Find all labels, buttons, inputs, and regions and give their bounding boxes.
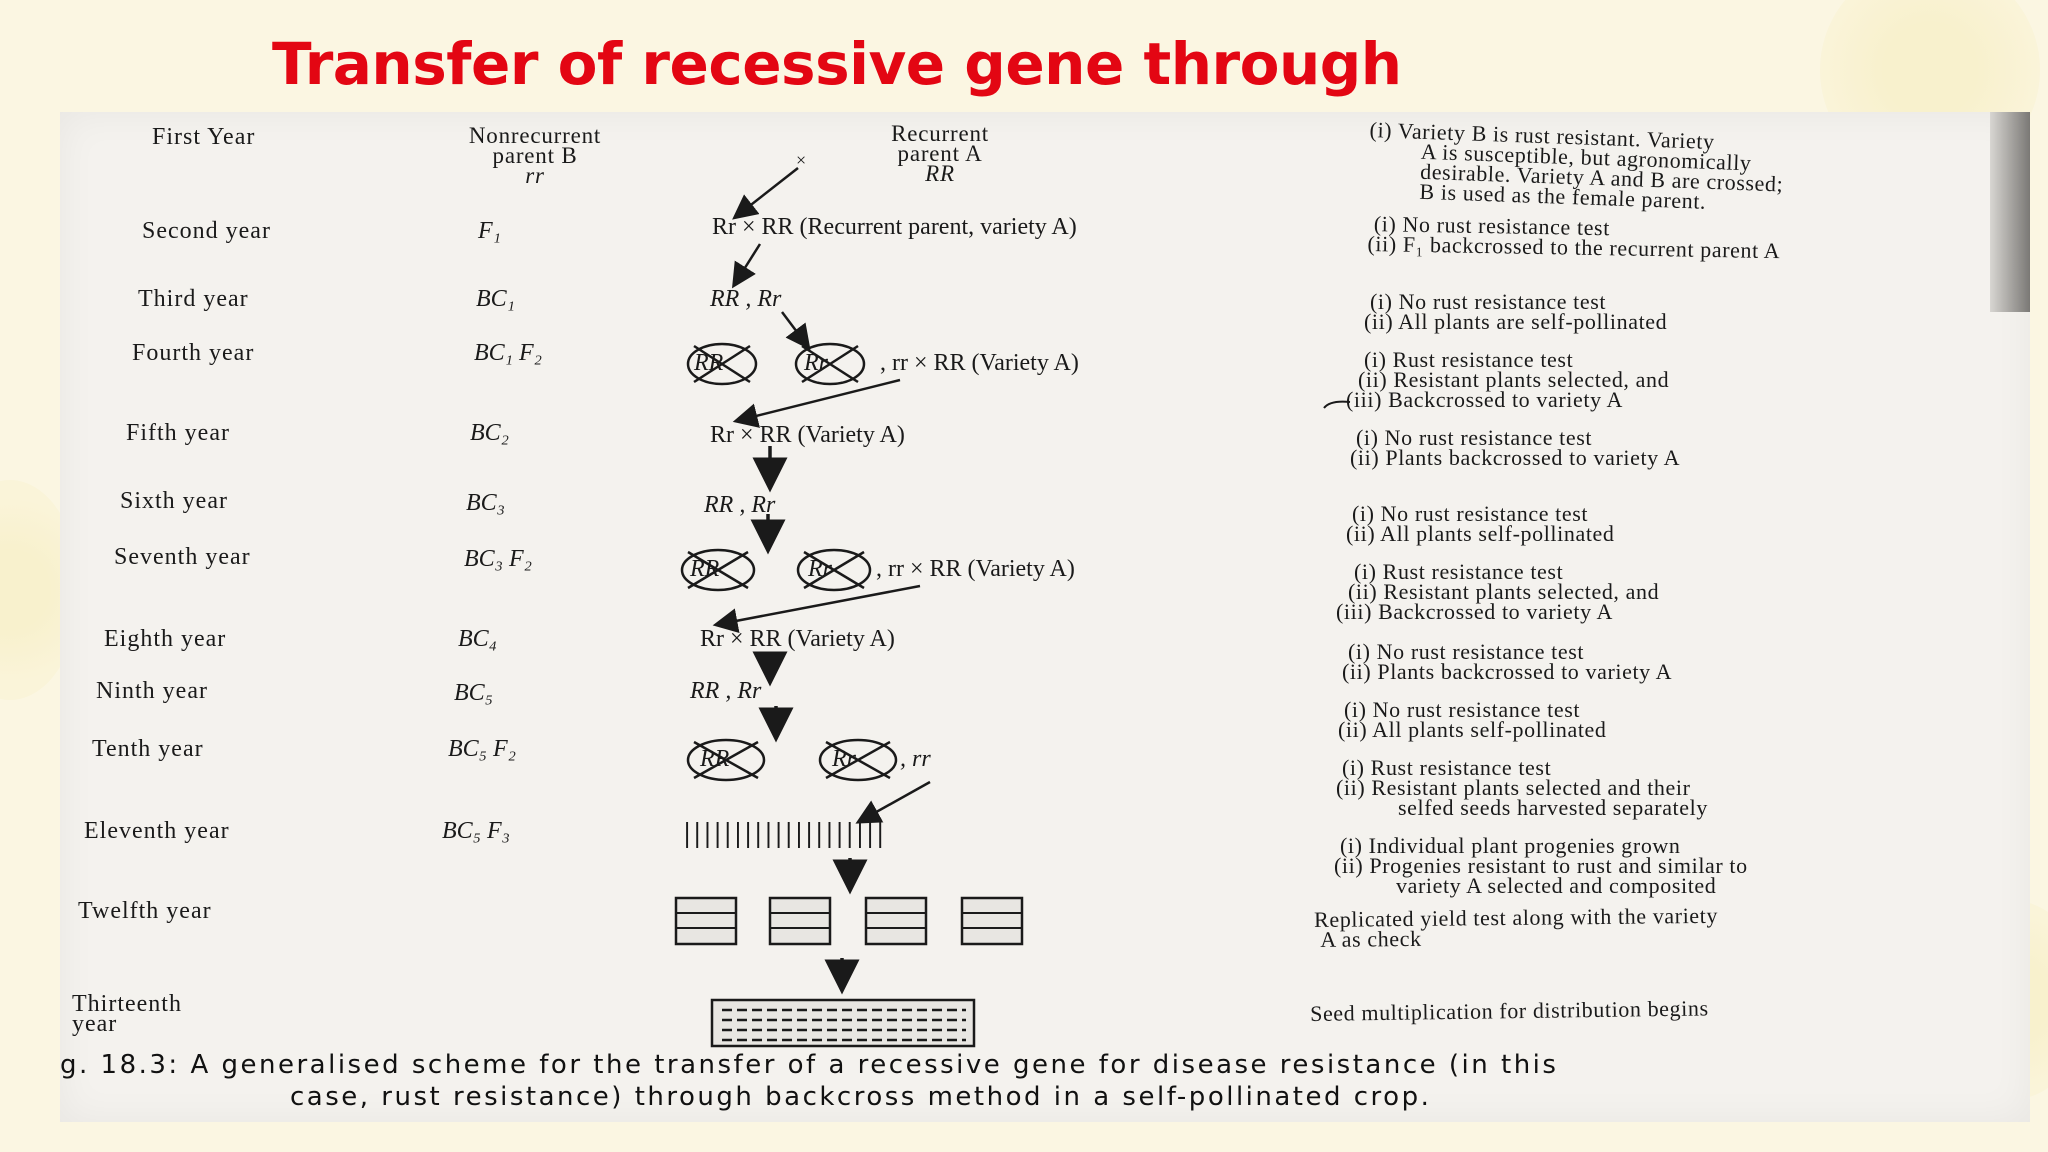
note-block: (i) Rust resistance test (ii) Resistant …	[1332, 559, 1660, 624]
year-label: Sixth year	[120, 488, 228, 514]
year-label: Thirteenth year	[72, 991, 182, 1037]
note-block: (i) Individual plant progenies grown (ii…	[1334, 833, 1748, 898]
plot	[768, 896, 832, 946]
note-line: (i) No rust resistance test	[1352, 501, 1589, 526]
note-line: (ii) All plants are self-pollinated	[1364, 309, 1668, 334]
cross-symbol: ×	[796, 150, 807, 170]
note-line: (iii) Backcrossed to variety A	[1346, 387, 1624, 412]
year-label: Third year	[138, 286, 249, 312]
crossed-out-circle	[794, 342, 866, 386]
note-line: (i) Rust resistance test	[1342, 755, 1552, 780]
caption-line1: g. 18.3: A generalised scheme for the tr…	[60, 1050, 1559, 1080]
page-edge	[1990, 112, 2030, 312]
note-block: (i) Rust resistance test (ii) Resistant …	[1336, 755, 1708, 820]
note-line: (ii) Plants backcrossed to variety A	[1350, 445, 1681, 470]
year-label: Eighth year	[104, 626, 227, 652]
generation-label: BC₃ F₂	[464, 546, 533, 572]
cross-entry: , rr × RR (Variety A)	[880, 350, 1079, 376]
header-year-label: First Year	[152, 124, 256, 150]
arrow	[712, 584, 921, 634]
note-block: (i) No rust resistance test (ii) Plants …	[1350, 425, 1681, 470]
note-line: (ii) Resistant plants selected, and	[1358, 367, 1670, 392]
note-line: (i) No rust resistance test	[1370, 289, 1607, 314]
nonrecurrent-genotype: rr	[525, 163, 545, 188]
arrow	[732, 378, 901, 428]
recurrent-line1: Recurrent	[891, 121, 989, 146]
recurrent-line2: parent A	[897, 141, 983, 166]
generation-label: F₁	[478, 218, 502, 244]
cross-entry: RR , Rr	[704, 492, 776, 518]
crossed-out-circle	[796, 548, 872, 592]
crossed-out-circle	[686, 342, 758, 386]
year-label: Second year	[142, 218, 271, 244]
year-label: Eleventh year	[84, 818, 230, 844]
header-recurrent-parent: Recurrent parent A RR	[840, 121, 1040, 186]
note-block: (i) No rust resistance test (ii) All pla…	[1346, 501, 1615, 546]
cross-entry: , rr	[900, 746, 931, 772]
year-label: Tenth year	[92, 736, 204, 762]
recurrent-genotype: RR	[925, 161, 955, 186]
note-line: (i) No rust resistance test	[1356, 425, 1593, 450]
generation-label: BC₁ F₂	[474, 340, 543, 366]
nonrecurrent-line1: Nonrecurrent	[468, 123, 602, 148]
year-label: Seventh year	[114, 544, 251, 570]
crossed-out-circle	[818, 738, 898, 782]
year-label: Fourth year	[132, 340, 255, 366]
generation-label: BC₃	[466, 490, 506, 516]
note-line: (ii) Resistant plants selected, and	[1348, 579, 1660, 604]
generation-label: BC₄	[458, 626, 498, 652]
header-nonrecurrent-parent: Nonrecurrent parent B rr	[420, 123, 650, 188]
note-line: (ii) Resistant plants selected and their	[1336, 775, 1691, 800]
pencil-mark	[1323, 400, 1351, 409]
crossed-out-circle	[680, 548, 756, 592]
arrow	[781, 311, 811, 350]
note-line: (i) No rust resistance test	[1344, 697, 1581, 722]
note-line: variety A selected and composited	[1396, 873, 1717, 898]
year-label: Ninth year	[96, 678, 208, 704]
note-line: (ii) Progenies resistant to rust and sim…	[1334, 853, 1748, 878]
note-line: (ii) All plants self-pollinated	[1346, 521, 1615, 546]
note-line: (i) Rust resistance test	[1364, 347, 1574, 372]
seed-multiplication-block	[710, 998, 976, 1048]
note-line: selfed seeds harvested separately	[1398, 795, 1708, 820]
arrow	[731, 243, 762, 289]
year-label-line2: year	[72, 1011, 118, 1037]
generation-label: BC₂	[470, 420, 510, 446]
note-block: (i) No rust resistance test (ii) All pla…	[1338, 697, 1607, 742]
arrow	[732, 167, 799, 220]
note-line: (ii) Plants backcrossed to variety A	[1342, 659, 1673, 684]
generation-label: BC₁	[476, 286, 516, 312]
slide-title: Transfer of recessive gene through	[272, 30, 1402, 98]
replicated-plots	[674, 896, 1024, 946]
nonrecurrent-line2: parent B	[492, 143, 578, 168]
note-line: (i) No rust resistance test	[1348, 639, 1585, 664]
caption-line2: case, rust resistance) through backcross…	[290, 1082, 1432, 1112]
cross-entry: Rr × RR (Recurrent parent, variety A)	[712, 214, 1077, 240]
plant-rows: ||||||||||||||||||||	[684, 818, 888, 849]
cross-entry: RR , Rr	[710, 286, 782, 312]
crossed-out-circle	[686, 738, 766, 782]
note-line: (ii) All plants self-pollinated	[1338, 717, 1607, 742]
note-line: (iii) Backcrossed to variety A	[1336, 599, 1614, 624]
note-line: (i) Rust resistance test	[1354, 559, 1564, 584]
note-block: (i) Rust resistance test (ii) Resistant …	[1342, 347, 1670, 412]
generation-label: BC₅	[454, 680, 494, 706]
note-block: (i) No rust resistance test (ii) All pla…	[1364, 289, 1668, 334]
generation-label: BC₅ F₃	[442, 818, 511, 844]
plot	[864, 896, 928, 946]
plot	[960, 896, 1024, 946]
generation-label: BC₅ F₂	[448, 736, 517, 762]
arrow	[855, 780, 931, 824]
textbook-page-image	[60, 112, 2030, 1122]
cross-entry: RR , Rr	[690, 678, 762, 704]
note-line: (i) Individual plant progenies grown	[1340, 833, 1681, 858]
note-block: (i) No rust resistance test (ii) Plants …	[1342, 639, 1673, 684]
cross-entry: , rr × RR (Variety A)	[876, 556, 1075, 582]
plot	[674, 896, 738, 946]
year-label-line1: Thirteenth	[72, 991, 182, 1017]
year-label: Fifth year	[126, 420, 230, 446]
year-label: Twelfth year	[78, 898, 212, 924]
